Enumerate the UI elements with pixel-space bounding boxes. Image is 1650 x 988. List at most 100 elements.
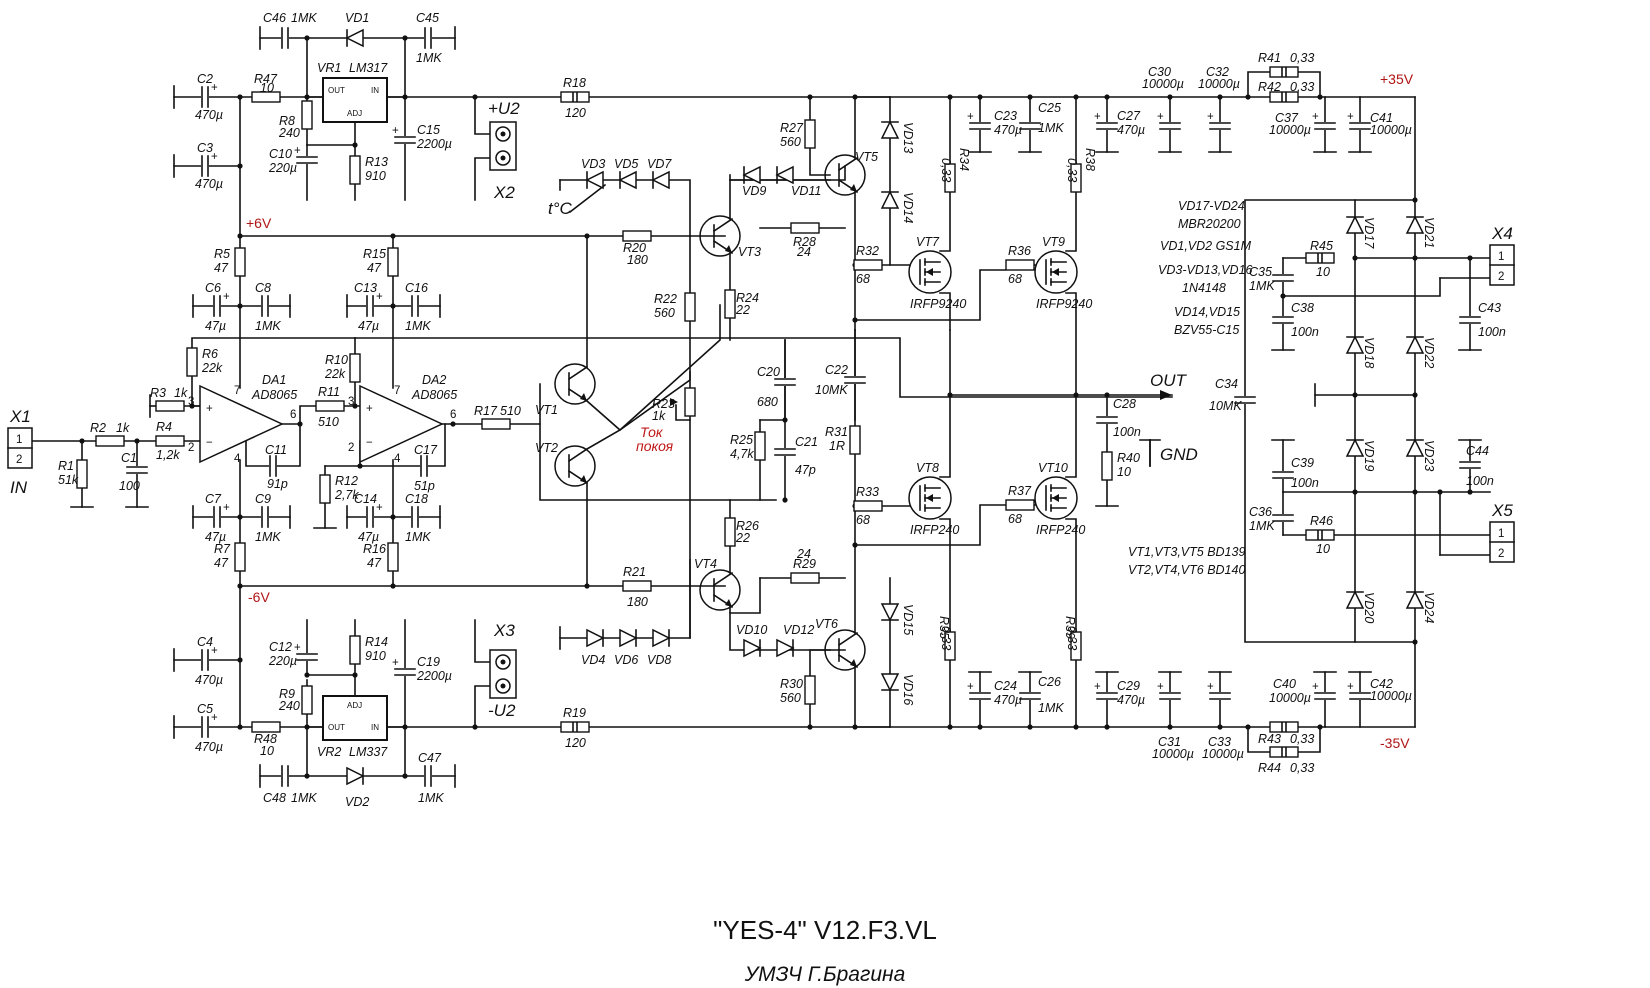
capacitor-ref: C41 [1370,111,1393,125]
resistor-r47 [251,91,281,103]
resistor-r34 [944,163,956,193]
resistor-r35 [944,631,956,661]
diode-vd20 [1345,590,1365,609]
resistor-value: 1k [116,421,130,435]
resistor-r42 [1269,91,1299,103]
resistor-r10 [349,353,361,383]
capacitor-c22 [844,376,866,384]
junction-dot [237,514,243,520]
junction-dot [807,94,813,100]
resistor-r16 [387,542,399,572]
diode-ref: VD19 [1362,440,1376,471]
capacitor-c16 [411,295,419,317]
capacitor-value: 10MK [815,383,848,397]
diode-ref: VD2 [345,795,369,809]
capacitor-value: 51p [414,479,435,493]
pin-number: 3 [348,396,354,408]
resistor-ref: R1 [58,459,74,473]
junction-dot [1217,94,1223,100]
capacitor-c38 [1272,316,1294,324]
pin-name: IN [371,723,379,732]
resistor-value: 10 [1316,542,1330,556]
resistor-ref: R21 [623,565,646,579]
diode-ref: VD24 [1422,592,1436,623]
resistor-value: 910 [365,649,386,663]
junction-dot [1167,724,1173,730]
capacitor-ref: C18 [405,492,428,506]
junction-dot [237,303,243,309]
resistor-r5 [234,247,246,277]
inverting-mark: − [206,437,213,449]
capacitor-c32 [1209,122,1231,130]
resistor-r2 [95,435,125,447]
resistor-r22 [684,292,696,322]
junction-dot [450,421,456,427]
mosfet-vt8 [908,476,952,520]
capacitor-ref: C30 [1148,65,1171,79]
diode-vd4 [586,628,605,648]
polarity-mark: + [392,657,399,669]
capacitor-ref: C39 [1291,456,1314,470]
resistor-ref: R10 [325,353,348,367]
connector-ref: X3 [493,621,515,640]
capacitor-c37 [1314,122,1336,130]
capacitor-ref: C21 [795,435,818,449]
junction-dot [1317,724,1323,730]
polarity-mark: + [1157,681,1164,693]
resistor-ref: R17 [474,404,498,418]
pin-name: ADJ [347,701,362,710]
capacitor-value: 1MK [405,530,431,544]
capacitor-c30 [1159,122,1181,130]
capacitor-ref: C25 [1038,101,1061,115]
capacitor-ref: C2 [197,72,213,86]
capacitor-c7 [213,506,221,528]
capacitor-ref: C33 [1208,735,1231,749]
wires [31,35,1491,779]
capacitor-value: 470µ [195,177,223,191]
capacitor-value: 1MK [291,791,317,805]
capacitor-ref: C36 [1249,505,1272,519]
resistor-value: 24 [796,547,811,561]
capacitor-value: 1MK [255,319,281,333]
junction-dot [352,403,358,409]
junction-dot [584,233,590,239]
capacitor-ref: C24 [994,679,1017,693]
capacitor-c42 [1349,692,1371,700]
capacitor-ref: C31 [1158,735,1181,749]
diode-vd7 [651,170,670,190]
resistor-value: 1k [652,409,666,423]
capacitor-c31 [1159,692,1181,700]
resistor-r7 [234,542,246,572]
capacitor-ref: C6 [205,281,221,295]
junction-dot [1073,724,1079,730]
capacitor-c3 [201,155,209,177]
polarity-mark: + [1157,111,1164,123]
component-note: MBR20200 [1178,217,1241,231]
resistor-value: 22k [324,367,346,381]
polarity-mark: + [223,291,230,303]
ic-part: AD8065 [251,388,297,402]
capacitor-c11 [269,455,277,477]
capacitor-value: 47p [795,463,816,477]
capacitor-ref: C12 [269,640,292,654]
capacitor-ref: C48 [263,791,286,805]
ground-label: GND [1160,445,1198,464]
diode-vd9 [742,165,761,185]
resistor-r12 [319,474,331,504]
bias-label-1: Ток [640,424,664,440]
diode-ref: VD1 [345,11,369,25]
resistor-ref: R8 [279,114,295,128]
transistor-part: IRFP240 [1036,523,1085,537]
resistor-value: 0,33 [1290,732,1314,746]
capacitor-c2 [201,86,209,108]
resistor-value: 10 [1117,465,1131,479]
polarity-mark: + [1094,681,1101,693]
resistor-value: 0,33 [1290,51,1314,65]
resistor-ref: R3 [150,386,166,400]
capacitor-value: 1MK [1038,121,1064,135]
resistor-value: 68 [856,272,870,286]
diode-ref: VD13 [901,122,915,153]
regulator-vr2 [322,695,388,741]
capacitor-value: 1MK [1249,279,1275,293]
